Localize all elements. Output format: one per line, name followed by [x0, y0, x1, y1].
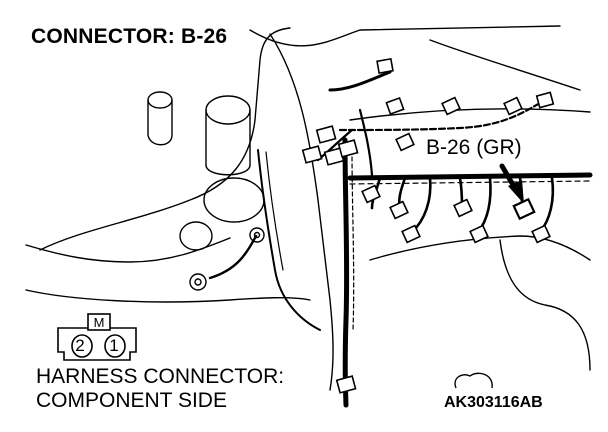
engine-outline-left [39, 27, 291, 251]
view-label-line2: COMPONENT SIDE [36, 389, 227, 412]
connector-callout-label: B-26 (GR) [426, 136, 522, 159]
main-harness-dash [351, 149, 355, 331]
main-harness-trunk [342, 137, 350, 408]
view-label-line1: HARNESS CONNECTOR: [36, 365, 285, 388]
engine-panel-lower [25, 289, 311, 303]
hose-left-inner [265, 151, 284, 271]
connector-key-label: M [93, 315, 105, 330]
filler-cap [147, 91, 173, 109]
callout-arrow-head [508, 180, 524, 204]
round-sensor [179, 221, 213, 251]
upper-harness [328, 70, 392, 92]
ring-terminal-upper [249, 227, 265, 243]
ring-terminal-lower [189, 273, 207, 291]
connector-title: CONNECTOR: B-26 [30, 25, 230, 49]
pin-label-1: 1 [109, 336, 119, 355]
engine-outline-top-ridge [269, 33, 334, 391]
bracket-detail [454, 372, 493, 389]
harness-connector-symbol [57, 313, 137, 361]
ground-wire [208, 234, 258, 280]
horizontal-harness [347, 172, 593, 181]
engine-block-right [499, 239, 591, 371]
engine-outline-upper [249, 25, 561, 47]
reservoir-cap [205, 95, 251, 125]
reservoir-base [203, 177, 265, 223]
engine-cam-cover [429, 39, 581, 91]
hose-left [257, 149, 321, 331]
engine-curve-right [369, 235, 591, 261]
reservoir-body [205, 109, 251, 176]
pin-label-2: 2 [75, 336, 85, 355]
figure-code: AK303116AB [444, 394, 543, 411]
filler-neck [147, 99, 173, 146]
engine-cover-line [349, 108, 591, 121]
